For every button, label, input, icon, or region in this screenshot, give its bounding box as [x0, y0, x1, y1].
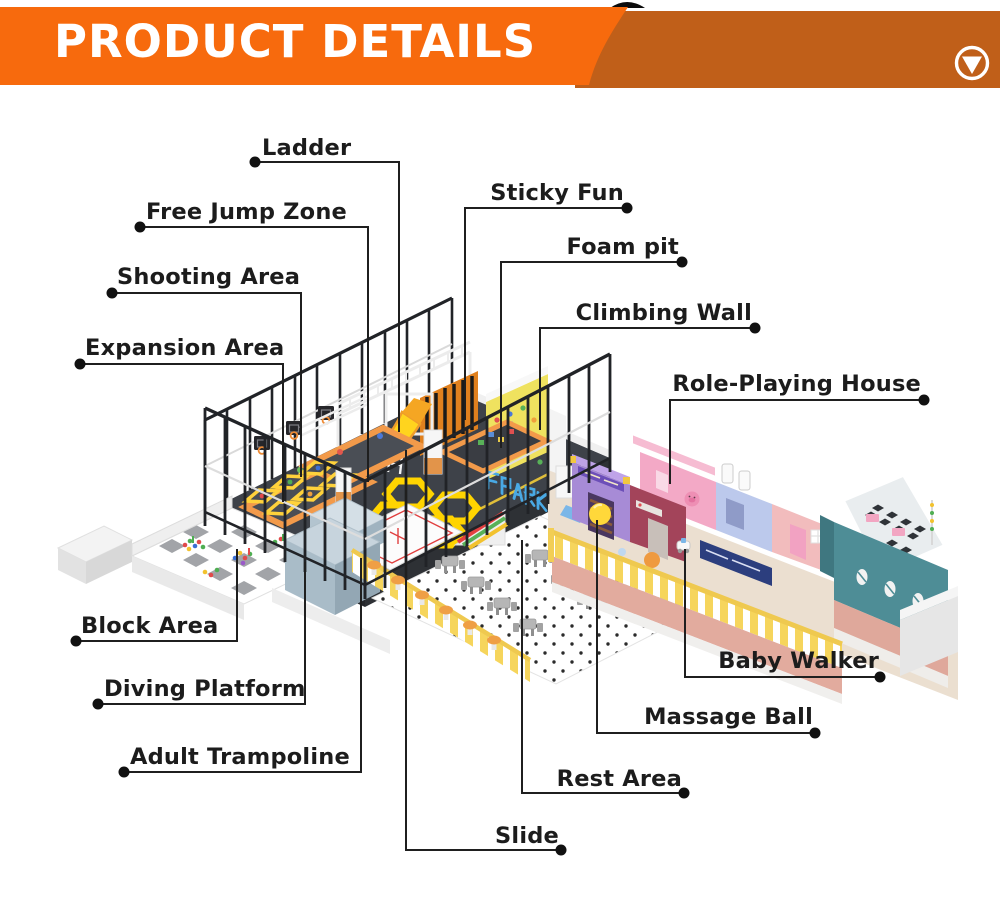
leader-baby-walker: [684, 549, 886, 683]
header-banner-graphic: [0, 2, 1000, 88]
role-playing-houses: [548, 432, 958, 704]
label-block-area: Block Area: [81, 613, 219, 639]
salmon-room: [772, 504, 832, 574]
leader-expansion-area: [74, 358, 284, 502]
leader-sticky-fun: [464, 202, 633, 420]
striped-fence-houses: [552, 532, 842, 668]
label-slide: Slide: [495, 823, 559, 849]
label-shooting-area: Shooting Area: [117, 264, 301, 290]
label-rest-area: Rest Area: [556, 766, 682, 792]
label-adult-trampoline: Adult Trampoline: [130, 744, 350, 770]
label-baby-walker: Baby Walker: [718, 648, 879, 674]
leader-lines: [70, 156, 930, 856]
leader-shooting-area: [106, 287, 302, 477]
leader-foam-pit: [500, 256, 688, 448]
label-sticky-fun: Sticky Fun: [490, 180, 624, 206]
label-foam-pit: Foam pit: [566, 234, 679, 260]
orange-ball-toy: [644, 552, 660, 568]
label-ladder: Ladder: [262, 135, 352, 161]
leader-free-jump-zone: [134, 221, 369, 482]
header-banner: PRODUCT DETAILS: [0, 0, 1000, 100]
leader-climbing-wall: [539, 322, 761, 430]
toy-ball-small: [618, 548, 626, 556]
label-role-playing-house: Role-Playing House: [672, 371, 921, 397]
leader-slide: [405, 450, 567, 856]
right-platform-top: [900, 586, 958, 620]
ribbon-fold: [610, 2, 645, 8]
kids-mat-balls: [259, 465, 321, 499]
label-climbing-wall: Climbing Wall: [575, 300, 752, 326]
white-truss-frame: [298, 340, 472, 474]
leader-massage-ball: [596, 520, 821, 739]
leader-diving-platform: [92, 562, 306, 710]
leader-adult-trampoline: [118, 558, 362, 778]
house-base: [552, 556, 842, 694]
circle-arrow-down-icon[interactable]: [954, 45, 990, 81]
leader-role-playing-house: [669, 394, 930, 484]
teal-house: [820, 471, 949, 688]
massage-ball-toy: [589, 503, 611, 525]
pink-house: [631, 432, 717, 530]
leader-rest-area: [521, 540, 690, 799]
label-massage-ball: Massage Ball: [644, 704, 813, 730]
header-ribbon: [575, 11, 1000, 88]
right-platform: [900, 596, 958, 676]
header-banner-shape: [0, 7, 628, 85]
maroon-storefront: [630, 485, 686, 562]
navy-sign: [700, 540, 772, 586]
label-diving-platform: Diving Platform: [104, 676, 306, 702]
label-free-jump-zone: Free Jump Zone: [146, 199, 348, 225]
leader-block-area: [70, 549, 238, 647]
cage-front-left-fence: [203, 406, 367, 599]
leader-ladder: [249, 156, 400, 432]
page-title: PRODUCT DETAILS: [54, 15, 537, 68]
lavender-room: [716, 463, 772, 552]
label-expansion-area: Expansion Area: [85, 335, 285, 361]
